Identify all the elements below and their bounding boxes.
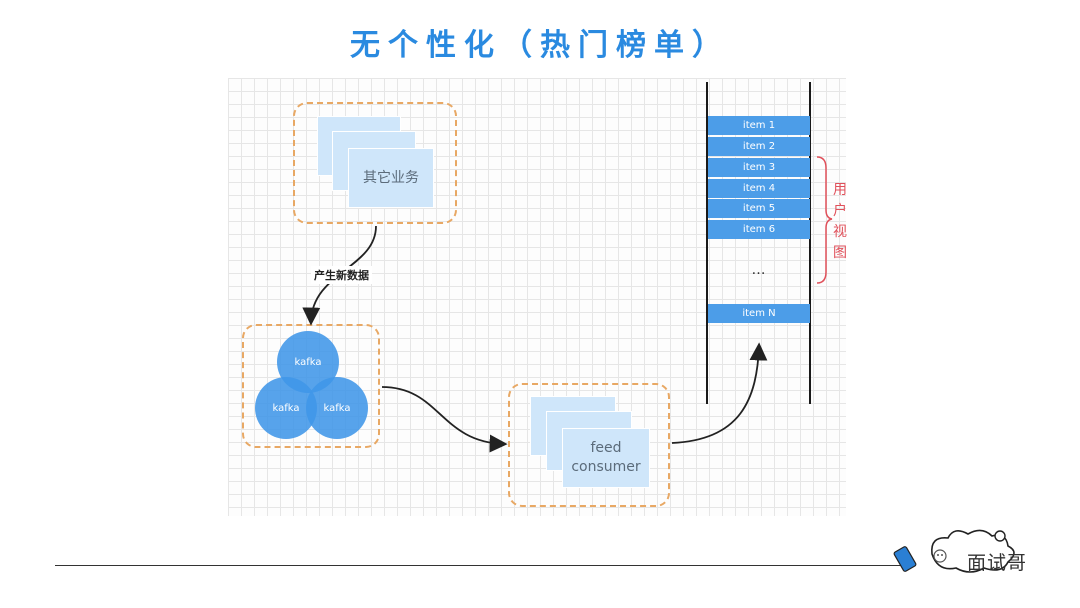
arrow-feed-consumer-to-list <box>671 342 768 444</box>
feed-consumer-label-line2: consumer <box>571 459 641 475</box>
list-item: item 3 <box>708 158 810 177</box>
edge-label-new-data: 产生新数据 <box>311 266 372 284</box>
list-item: item 1 <box>708 116 810 135</box>
list-item: item 4 <box>708 179 810 198</box>
user-view-char: 户 <box>833 203 847 219</box>
list-rail-left <box>706 82 708 404</box>
mascot-logo-icon <box>893 529 1015 573</box>
list-item-last: item N <box>708 304 810 323</box>
list-rail-right <box>809 82 811 404</box>
list-item: item 6 <box>708 220 810 239</box>
slide-title: 无个性化（热门榜单） <box>350 28 730 63</box>
user-view-char: 用 <box>833 182 847 198</box>
feed-consumer-group <box>508 383 670 507</box>
user-view-char: 视 <box>833 224 847 240</box>
feed-consumer-node: feed consumer <box>562 428 650 488</box>
watermark-text: 面试哥 <box>967 552 1028 574</box>
user-view-brace <box>816 156 833 284</box>
kafka-label: kafka <box>294 356 322 368</box>
other-business-node: 其它业务 <box>348 148 434 208</box>
kafka-node-right: kafka <box>306 377 368 439</box>
list-item: item 2 <box>708 137 810 156</box>
arrow-kafka-to-feed-consumer <box>381 386 508 453</box>
other-business-group <box>293 102 457 224</box>
list-ellipsis: … <box>751 262 767 278</box>
footer-divider <box>55 565 910 566</box>
user-view-label: 用 户 视 图 <box>833 180 849 264</box>
feed-consumer-label-line1: feed <box>590 440 622 456</box>
list-item: item 5 <box>708 199 810 218</box>
user-view-char: 图 <box>833 245 847 261</box>
kafka-label: kafka <box>323 402 351 414</box>
other-business-label: 其它业务 <box>363 169 419 186</box>
kafka-label: kafka <box>272 402 300 414</box>
